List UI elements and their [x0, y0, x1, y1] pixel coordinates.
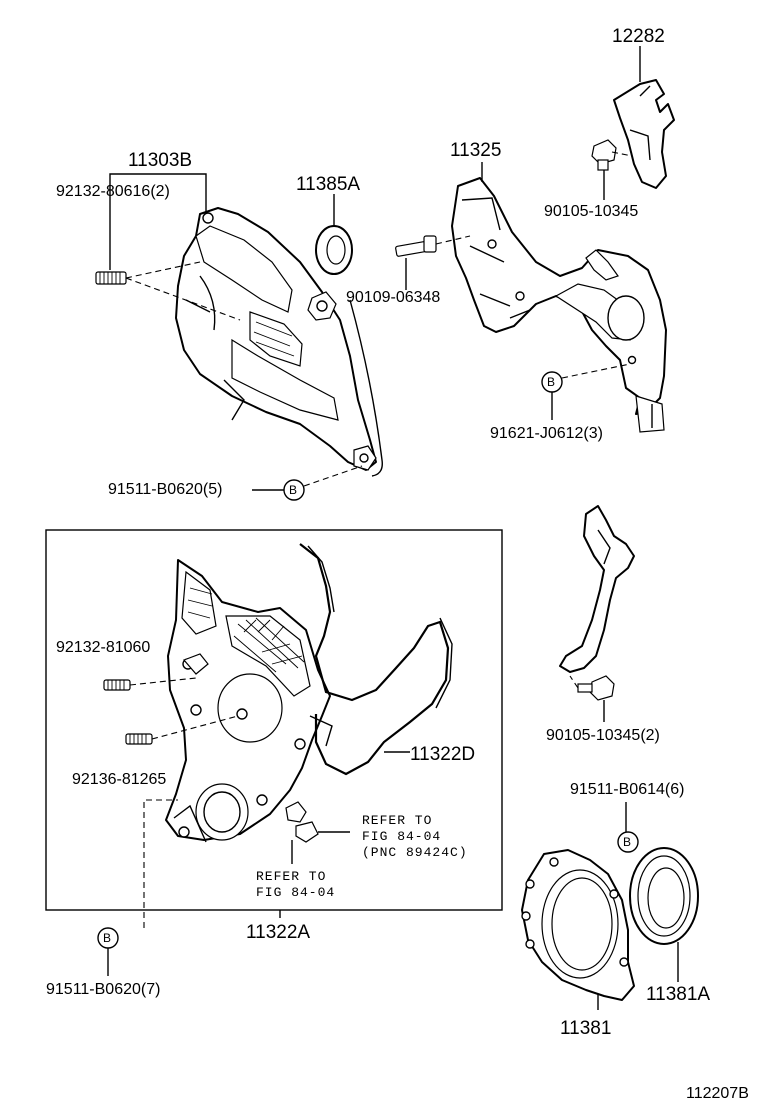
- label-90109-06348: 90109-06348: [346, 289, 440, 306]
- label-11385a: 11385A: [296, 174, 360, 195]
- bolt-90109-06348: [395, 235, 471, 290]
- marker-b-label: B: [103, 931, 111, 945]
- timing-plate-11322a: [165, 559, 333, 843]
- marker-b-label: B: [623, 835, 631, 849]
- label-11303b: 11303B: [128, 150, 192, 171]
- label-92132-80616: 92132-80616(2): [56, 183, 170, 200]
- label-92132-81060: 92132-81060: [56, 639, 150, 656]
- gasket-11322d: [299, 543, 453, 776]
- label-11322a: 11322A: [246, 922, 310, 943]
- bracket-12282: [613, 46, 675, 189]
- sensor-plug: [285, 801, 350, 864]
- oil-seal-11381a: [629, 847, 699, 982]
- bracket-mid: [559, 505, 635, 673]
- diagram-id: 112207B: [686, 1085, 749, 1102]
- stud-92136-81265: [125, 715, 239, 745]
- marker-b-circle: [283, 479, 305, 501]
- label-11381: 11381: [560, 1018, 611, 1039]
- label-90105-10345-a: 90105-10345: [544, 203, 638, 220]
- leader-11303b: [109, 173, 207, 214]
- bolt-90105-10345: [591, 139, 633, 200]
- stud-92132-80616: [95, 200, 241, 321]
- timing-cover-11303b: [175, 207, 383, 477]
- label-refer2-a: REFER TO: [256, 869, 326, 884]
- bolt-90105-10345-2: [569, 675, 615, 722]
- marker-b-circle: [617, 831, 639, 853]
- retainer-11381: [521, 849, 635, 1010]
- stud-92132-81060: [103, 677, 197, 691]
- oil-seal-11385a: [315, 194, 353, 275]
- label-91511-b0620-5: 91511-B0620(5): [108, 481, 222, 498]
- label-92136-81265: 92136-81265: [72, 771, 166, 788]
- label-91511-b0620-7: 91511-B0620(7): [46, 981, 160, 998]
- assembly-frame-11322a: [45, 529, 503, 911]
- label-12282: 12282: [612, 26, 665, 47]
- label-refer2-b: FIG 84-04: [256, 885, 335, 900]
- label-91511-b0614: 91511-B0614(6): [570, 781, 684, 798]
- label-refer1-c: (PNC 89424C): [362, 845, 468, 860]
- marker-b-label: B: [289, 483, 297, 497]
- label-refer1-a: REFER TO: [362, 813, 432, 828]
- marker-b-label: B: [547, 375, 555, 389]
- timing-cover-11325: [451, 177, 667, 433]
- label-refer1-b: FIG 84-04: [362, 829, 441, 844]
- label-11322d: 11322D: [410, 744, 475, 765]
- label-11381a: 11381A: [646, 984, 710, 1005]
- label-11325: 11325: [450, 140, 501, 161]
- label-91621-j0612: 91621-J0612(3): [490, 425, 603, 442]
- label-90105-10345-2: 90105-10345(2): [546, 727, 660, 744]
